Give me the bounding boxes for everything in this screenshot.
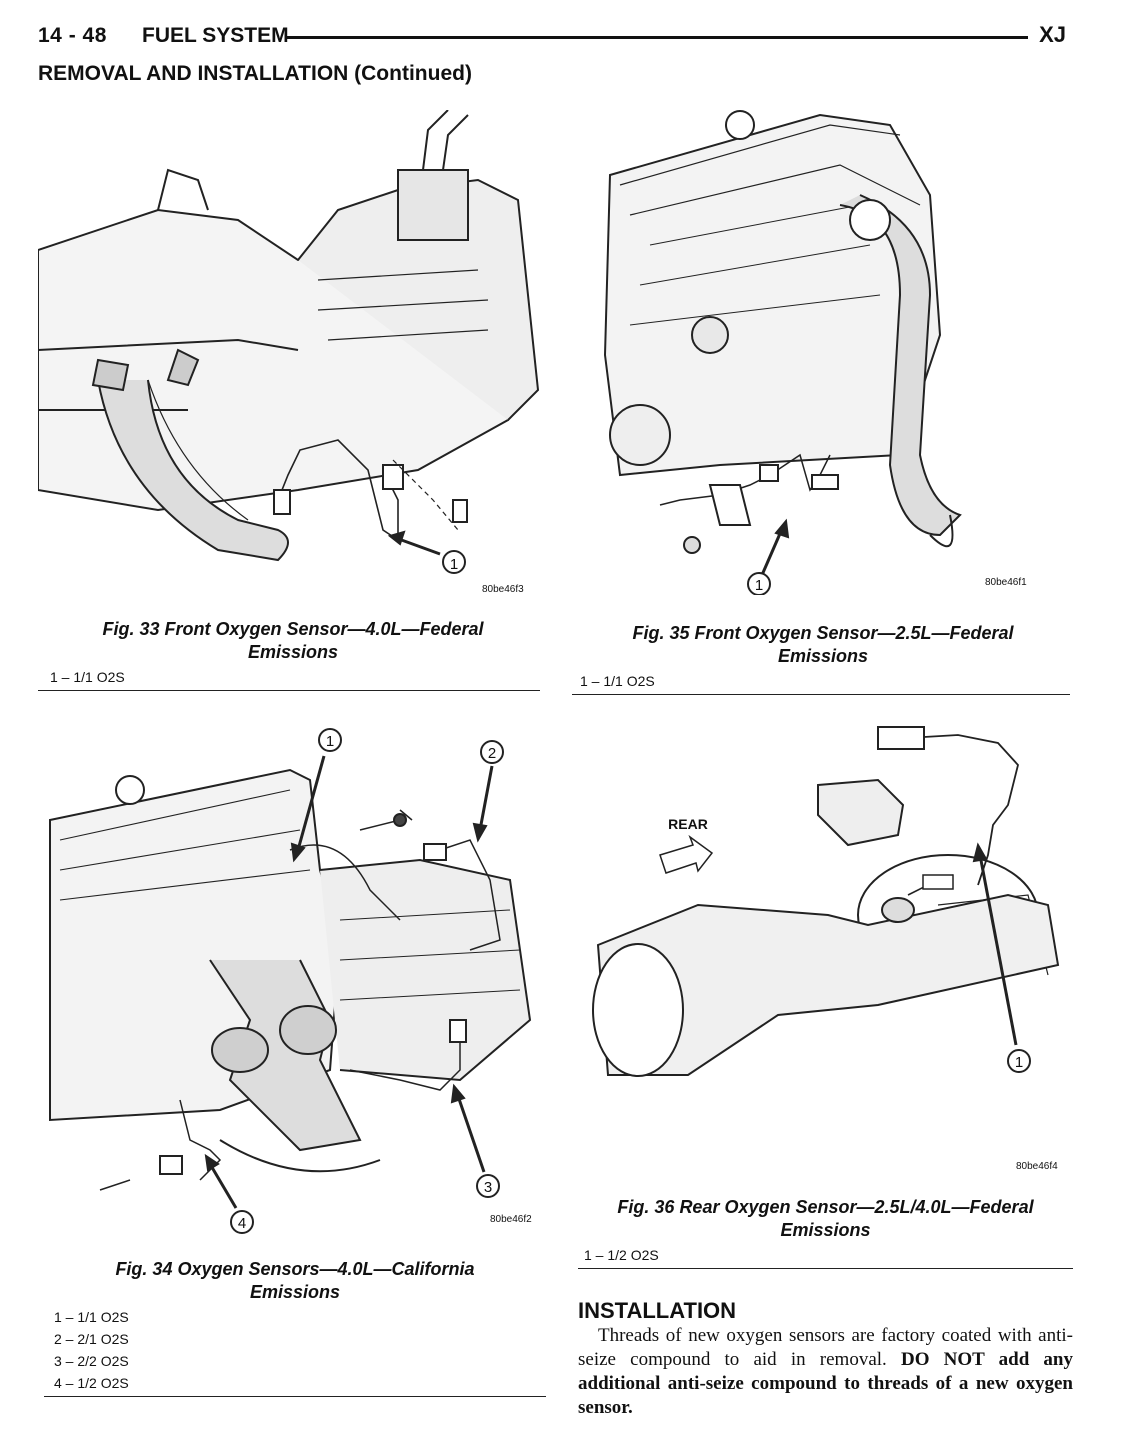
- fig36-legend-item: 1 – 1/2 O2S: [584, 1247, 659, 1263]
- fig35-caption: Fig. 35 Front Oxygen Sensor—2.5L—Federal…: [578, 622, 1068, 668]
- fig36-caption-line1: Fig. 36 Rear Oxygen Sensor—2.5L/4.0L—Fed…: [617, 1197, 1034, 1217]
- section-title: FUEL SYSTEM: [142, 24, 289, 47]
- installation-text-normal: Threads of new oxygen sensors are factor…: [578, 1325, 1073, 1370]
- fig34-callout-2: 2: [488, 745, 496, 762]
- fig34-callout-3: 3: [484, 1179, 492, 1196]
- fig33-caption-line1: Fig. 33 Front Oxygen Sensor—4.0L—Federal: [102, 619, 484, 639]
- page-number: 14 - 48: [38, 24, 107, 47]
- fig34-legend-item: 1 – 1/1 O2S: [54, 1309, 129, 1325]
- fig36-caption-line2: Emissions: [780, 1220, 871, 1240]
- fig34-callout-4: 4: [238, 1215, 246, 1232]
- fig34-caption-line2: Emissions: [249, 1282, 341, 1302]
- fig35-legend: 1 – 1/1 O2S: [580, 670, 655, 692]
- installation-text: Threads of new oxygen sensors are factor…: [578, 1324, 1073, 1420]
- figure-34-illustration: 1 2 3 4 80be46f2: [40, 720, 550, 1240]
- fig33-legend-item: 1 – 1/1 O2S: [50, 669, 125, 685]
- model-code: XJ: [1039, 22, 1066, 47]
- figure-35-illustration: 1 80be46f1: [600, 95, 1070, 595]
- fig35-legend-item: 1 – 1/1 O2S: [580, 673, 655, 689]
- fig34-caption-line1: Fig. 34 Oxygen Sensors—4.0L—California: [115, 1259, 475, 1279]
- fig35-callout-1: 1: [755, 577, 763, 594]
- fig34-code: 80be46f2: [490, 1214, 532, 1225]
- fig35-caption-line1: Fig. 35 Front Oxygen Sensor—2.5L—Federal: [632, 623, 1014, 643]
- fig34-callout-1: 1: [326, 733, 334, 750]
- fig33-rule: [38, 690, 540, 691]
- fig36-legend: 1 – 1/2 O2S: [584, 1244, 659, 1266]
- fig35-code: 80be46f1: [985, 577, 1027, 588]
- fig34-rule: [44, 1396, 546, 1397]
- fig35-rule: [572, 694, 1070, 695]
- installation-text-bold: DO NOT add any additional anti-seize com…: [578, 1349, 1073, 1418]
- fig36-rule: [578, 1268, 1073, 1269]
- fig36-code: 80be46f4: [1016, 1161, 1058, 1172]
- page-header: 14 - 48 FUEL SYSTEM XJ: [38, 22, 1068, 52]
- fig34-legend-item: 4 – 1/2 O2S: [54, 1375, 129, 1391]
- subheading: REMOVAL AND INSTALLATION (Continued): [38, 62, 472, 85]
- fig36-callout-1: 1: [1015, 1054, 1023, 1071]
- fig34-caption: Fig. 34 Oxygen Sensors—4.0L—California E…: [40, 1258, 550, 1304]
- fig33-caption: Fig. 33 Front Oxygen Sensor—4.0L—Federal…: [38, 618, 548, 664]
- figure-36-illustration: REAR 1 80be46f4: [578, 715, 1073, 1175]
- figure-33-illustration: 1 80be46f3: [38, 110, 548, 600]
- header-rule: [286, 36, 1028, 39]
- fig33-code: 80be46f3: [482, 584, 524, 595]
- fig34-legend-item: 2 – 2/1 O2S: [54, 1331, 129, 1347]
- fig33-callout-1: 1: [450, 556, 458, 573]
- fig36-caption: Fig. 36 Rear Oxygen Sensor—2.5L/4.0L—Fed…: [578, 1196, 1073, 1242]
- fig35-caption-line2: Emissions: [777, 646, 869, 666]
- fig33-caption-line2: Emissions: [247, 642, 339, 662]
- fig34-legend-item: 3 – 2/2 O2S: [54, 1353, 129, 1369]
- installation-title: INSTALLATION: [578, 1298, 737, 1323]
- fig34-legend: 1 – 1/1 O2S 2 – 2/1 O2S 3 – 2/2 O2S 4 – …: [54, 1306, 129, 1394]
- rear-label: REAR: [668, 816, 708, 832]
- fig33-legend: 1 – 1/1 O2S: [50, 666, 125, 688]
